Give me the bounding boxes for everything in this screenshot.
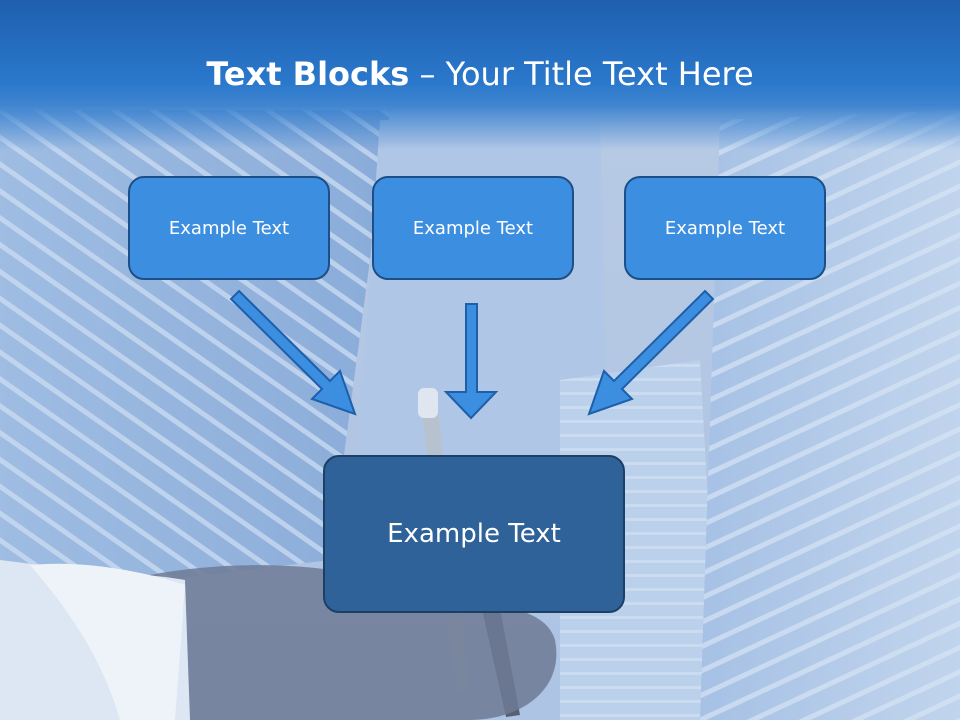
slide-title: Text Blocks – Your Title Text Here: [0, 52, 960, 96]
text-block-top-right[interactable]: Example Text: [624, 176, 826, 280]
title-bar: [0, 0, 960, 150]
text-block-top-left[interactable]: Example Text: [128, 176, 330, 280]
text-block-top-left-label: Example Text: [168, 217, 290, 239]
arrow-right: [587, 289, 715, 416]
text-block-top-center-label: Example Text: [412, 217, 534, 239]
text-block-bottom[interactable]: Example Text: [323, 455, 625, 613]
title-rest: – Your Title Text Here: [409, 55, 754, 93]
text-block-top-right-label: Example Text: [664, 217, 786, 239]
text-block-top-center[interactable]: Example Text: [372, 176, 574, 280]
title-bold: Text Blocks: [206, 55, 410, 93]
arrow-center: [443, 303, 499, 420]
text-block-bottom-label: Example Text: [387, 519, 561, 549]
arrow-left: [229, 289, 357, 416]
